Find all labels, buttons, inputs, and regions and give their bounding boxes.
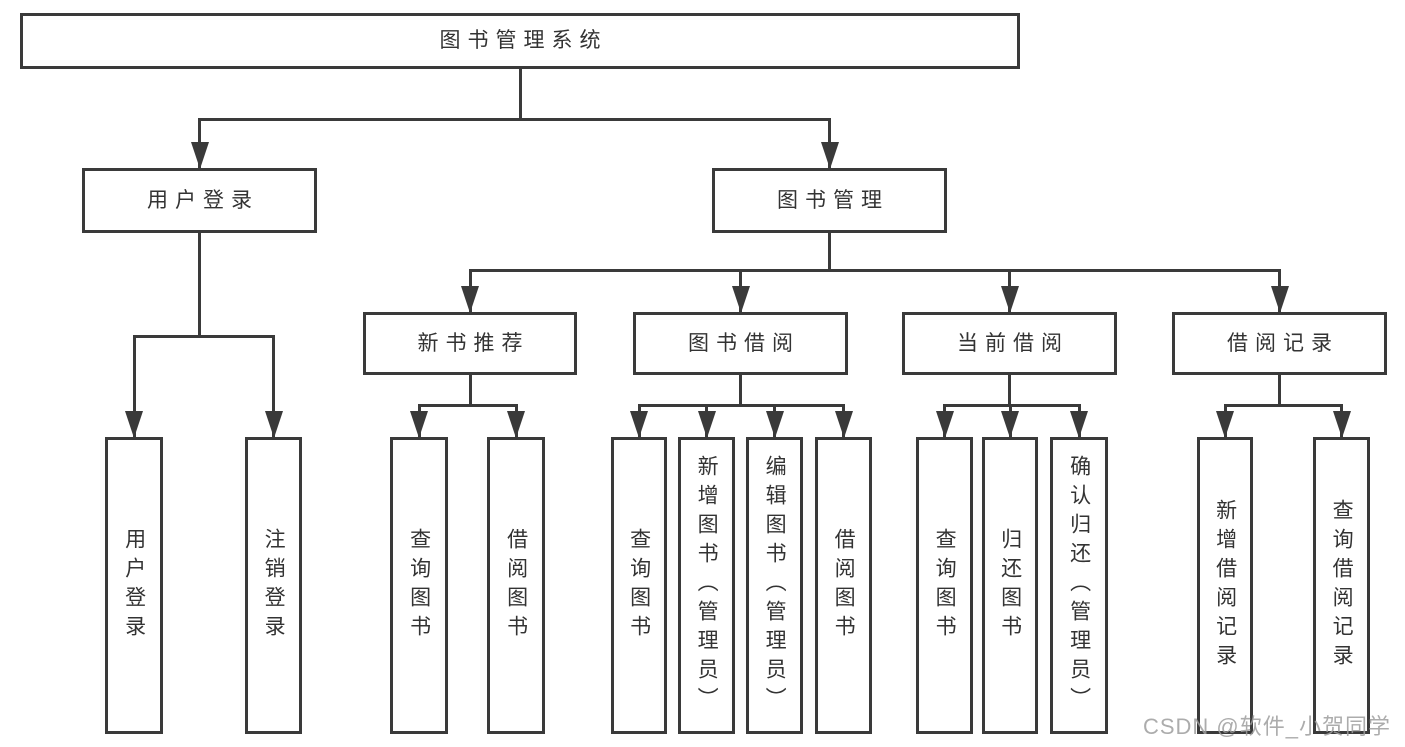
node-label: 确认归还（管理员） xyxy=(1067,455,1091,716)
arrowhead-down-icon xyxy=(410,411,428,438)
arrowhead-down-icon xyxy=(630,411,648,438)
node-leaf-cb-return: 归还图书 xyxy=(982,437,1038,734)
node-leaf-user-login: 用户登录 xyxy=(105,437,163,734)
connector-stem xyxy=(1008,375,1011,407)
connector-rail xyxy=(1223,403,1343,407)
arrowhead-down-icon xyxy=(935,411,954,438)
connector-rail xyxy=(468,268,1281,272)
node-label: 查询图书 xyxy=(933,527,957,644)
arrowhead-down-icon xyxy=(834,411,853,438)
node-label: 编辑图书（管理员） xyxy=(763,455,787,716)
connector-stem xyxy=(828,233,831,272)
node-label: 图书管理系统 xyxy=(439,29,608,53)
connector-stem xyxy=(1278,375,1281,407)
arrowhead-down-icon xyxy=(190,142,209,169)
connector-rail xyxy=(198,117,831,121)
connector-stem xyxy=(518,69,522,121)
node-book-management: 图书管理 xyxy=(712,168,947,233)
node-label: 图书借阅 xyxy=(688,331,800,355)
node-leaf-bb-edit: 编辑图书（管理员） xyxy=(746,437,803,734)
node-leaf-cb-confirm: 确认归还（管理员） xyxy=(1050,437,1108,734)
node-user-login: 用户登录 xyxy=(82,168,317,233)
node-label: 查询图书 xyxy=(407,527,431,644)
connector-rail xyxy=(637,403,845,407)
node-root: 图书管理系统 xyxy=(20,13,1020,69)
arrowhead-down-icon xyxy=(731,286,750,313)
arrowhead-down-icon xyxy=(1332,411,1351,438)
node-label: 用户登录 xyxy=(122,527,146,644)
arrowhead-down-icon xyxy=(697,411,716,438)
node-current-borrowing: 当前借阅 xyxy=(902,312,1117,375)
connector-stem xyxy=(739,375,742,407)
node-label: 用户登录 xyxy=(147,188,259,212)
arrowhead-down-icon xyxy=(507,411,525,438)
node-label: 新增借阅记录 xyxy=(1213,498,1237,673)
node-label: 查询借阅记录 xyxy=(1330,498,1354,673)
arrowhead-down-icon xyxy=(1270,286,1289,313)
arrowhead-down-icon xyxy=(1070,411,1088,438)
connector-rail xyxy=(132,334,275,338)
node-new-book-recommend: 新书推荐 xyxy=(363,312,577,375)
arrowhead-down-icon xyxy=(461,286,479,313)
node-label: 查询图书 xyxy=(627,527,651,644)
node-leaf-br-query: 查询借阅记录 xyxy=(1313,437,1370,734)
connector-stem xyxy=(468,375,472,407)
node-leaf-bb-borrow: 借阅图书 xyxy=(815,437,872,734)
node-label: 借阅图书 xyxy=(832,527,856,644)
node-leaf-br-add: 新增借阅记录 xyxy=(1197,437,1253,734)
arrowhead-down-icon xyxy=(264,411,283,438)
node-label: 注销登录 xyxy=(262,527,286,644)
arrowhead-down-icon xyxy=(1216,411,1234,438)
node-label: 新增图书（管理员） xyxy=(695,455,719,716)
connector-rail xyxy=(417,403,518,407)
node-label: 新书推荐 xyxy=(417,331,530,355)
node-leaf-bb-add: 新增图书（管理员） xyxy=(678,437,735,734)
connector-drop xyxy=(272,336,275,437)
arrowhead-down-icon xyxy=(1001,411,1019,438)
arrowhead-down-icon xyxy=(765,411,784,438)
node-leaf-nb-borrow: 借阅图书 xyxy=(487,437,545,734)
arrowhead-down-icon xyxy=(1000,286,1019,313)
connector-rail xyxy=(943,403,1081,407)
node-label: 借阅记录 xyxy=(1227,331,1339,355)
node-book-borrowing: 图书借阅 xyxy=(633,312,848,375)
node-label: 图书管理 xyxy=(777,188,889,212)
node-leaf-bb-query: 查询图书 xyxy=(611,437,667,734)
node-leaf-nb-query: 查询图书 xyxy=(390,437,448,734)
connector-stem xyxy=(198,233,201,338)
node-leaf-cb-query: 查询图书 xyxy=(916,437,973,734)
arrowhead-down-icon xyxy=(820,142,839,169)
node-leaf-logout: 注销登录 xyxy=(245,437,302,734)
csdn-watermark: CSDN @软件_小贺同学 xyxy=(1142,714,1391,739)
node-borrowing-records: 借阅记录 xyxy=(1172,312,1387,375)
connector-drop xyxy=(132,336,136,437)
arrowhead-down-icon xyxy=(125,411,143,438)
node-label: 借阅图书 xyxy=(504,527,528,644)
node-label: 当前借阅 xyxy=(957,331,1069,355)
node-label: 归还图书 xyxy=(998,527,1022,644)
